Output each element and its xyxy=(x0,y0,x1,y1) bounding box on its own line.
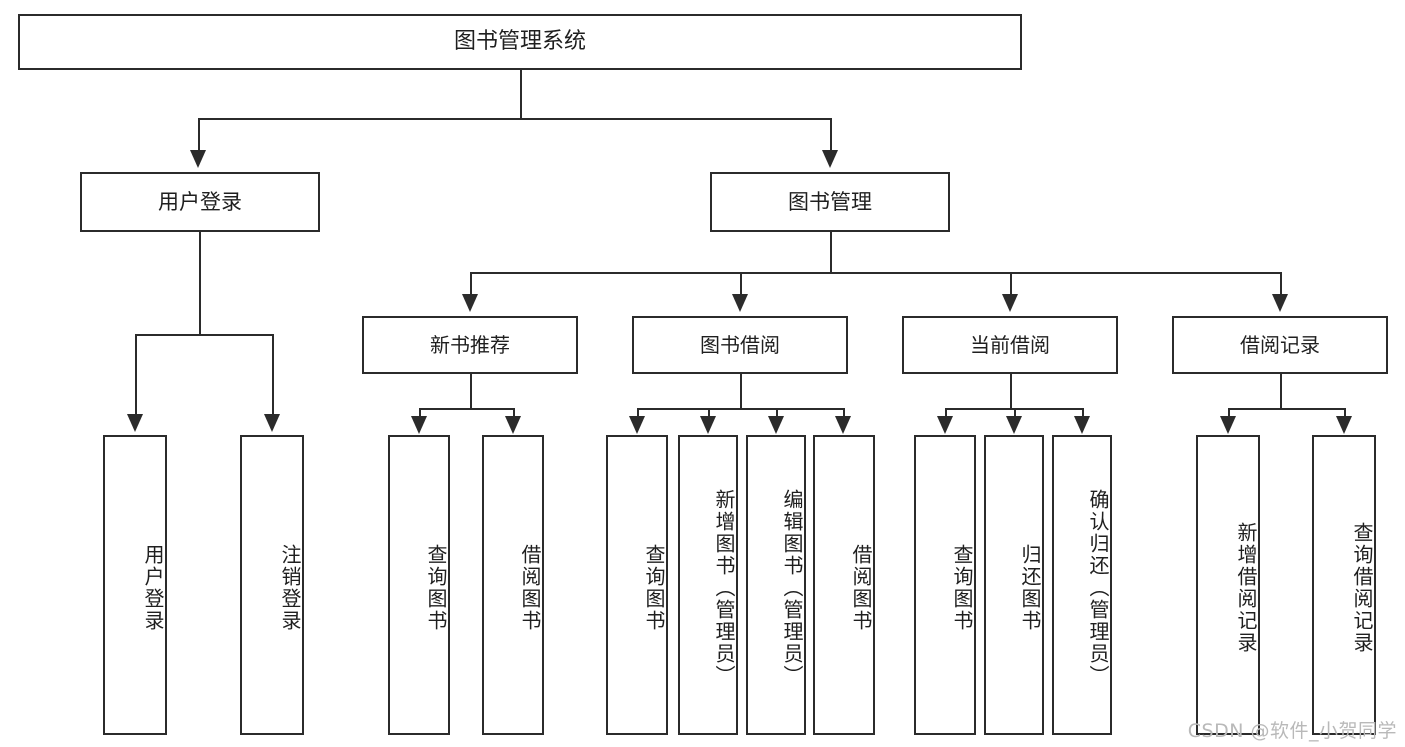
leaf-book-borrow-4[interactable]: 借阅图书 xyxy=(813,435,875,735)
arrow-user-login-child-1 xyxy=(127,414,143,432)
node-root-label: 图书管理系统 xyxy=(453,29,586,55)
arrow-borrow-record-child-1 xyxy=(1220,416,1236,434)
connector-book-borrow-child-4 xyxy=(843,408,845,418)
connector-root-stem xyxy=(520,70,522,118)
leaf-user-login-1[interactable]: 用户登录 xyxy=(103,435,167,735)
arrow-book-manage-child-3 xyxy=(1002,294,1018,312)
leaf-current-borrow-3-label: 确认归还（管理员） xyxy=(1086,489,1110,687)
connector-borrow-record-bar xyxy=(1228,408,1344,410)
arrow-new-book-child-1 xyxy=(411,416,427,434)
connector-current-borrow-child-3 xyxy=(1082,408,1084,418)
connector-book-manage-stem xyxy=(830,232,832,272)
arrow-book-borrow-child-3 xyxy=(768,416,784,434)
arrow-book-borrow-child-2 xyxy=(700,416,716,434)
leaf-book-borrow-4-label: 借阅图书 xyxy=(849,544,873,632)
leaf-book-borrow-3-label: 编辑图书（管理员） xyxy=(780,489,804,687)
connector-current-borrow-child-1 xyxy=(945,408,947,418)
connector-book-borrow-child-3 xyxy=(776,408,778,418)
connector-book-manage-child-4 xyxy=(1280,272,1282,296)
leaf-book-borrow-1-label: 查询图书 xyxy=(642,544,666,632)
leaf-book-borrow-2-label: 新增图书（管理员） xyxy=(712,489,736,687)
arrow-root-to-book-manage xyxy=(822,150,838,168)
leaf-user-login-1-label: 用户登录 xyxy=(141,544,165,632)
arrow-current-borrow-child-3 xyxy=(1074,416,1090,434)
connector-new-book-bar xyxy=(419,408,513,410)
leaf-new-book-1-label: 查询图书 xyxy=(424,544,448,632)
node-current-borrow-label: 当前借阅 xyxy=(970,332,1050,357)
connector-book-borrow-bar xyxy=(637,408,843,410)
arrow-root-to-user-login xyxy=(190,150,206,168)
leaf-current-borrow-1[interactable]: 查询图书 xyxy=(914,435,976,735)
leaf-user-login-2[interactable]: 注销登录 xyxy=(240,435,304,735)
leaf-borrow-record-1-label: 新增借阅记录 xyxy=(1234,522,1258,654)
leaf-current-borrow-2[interactable]: 归还图书 xyxy=(984,435,1044,735)
connector-user-login-stem xyxy=(199,232,201,334)
connector-new-book-child-1 xyxy=(419,408,421,418)
connector-user-login-child-1 xyxy=(135,334,137,416)
connector-book-manage-bar xyxy=(470,272,1280,274)
node-borrow-record[interactable]: 借阅记录 xyxy=(1172,316,1388,374)
arrow-book-manage-child-1 xyxy=(462,294,478,312)
node-borrow-record-label: 借阅记录 xyxy=(1240,332,1320,357)
leaf-book-borrow-3[interactable]: 编辑图书（管理员） xyxy=(746,435,806,735)
leaf-user-login-2-label: 注销登录 xyxy=(278,544,302,632)
leaf-new-book-1[interactable]: 查询图书 xyxy=(388,435,450,735)
connector-user-login-bar xyxy=(135,334,272,336)
node-book-manage[interactable]: 图书管理 xyxy=(710,172,950,232)
arrow-book-borrow-child-4 xyxy=(835,416,851,434)
arrow-book-borrow-child-1 xyxy=(629,416,645,434)
connector-book-manage-child-3 xyxy=(1010,272,1012,296)
connector-book-manage-child-1 xyxy=(470,272,472,296)
connector-borrow-record-child-1 xyxy=(1228,408,1230,418)
node-book-manage-label: 图书管理 xyxy=(788,189,872,214)
arrow-user-login-child-2 xyxy=(264,414,280,432)
arrow-book-manage-child-4 xyxy=(1272,294,1288,312)
arrow-current-borrow-child-2 xyxy=(1006,416,1022,434)
arrow-borrow-record-child-2 xyxy=(1336,416,1352,434)
connector-book-manage-child-2 xyxy=(740,272,742,296)
leaf-new-book-2[interactable]: 借阅图书 xyxy=(482,435,544,735)
connector-current-borrow-child-2 xyxy=(1014,408,1016,418)
connector-new-book-child-2 xyxy=(513,408,515,418)
leaf-new-book-2-label: 借阅图书 xyxy=(518,544,542,632)
leaf-borrow-record-2-label: 查询借阅记录 xyxy=(1350,522,1374,654)
node-user-login-label: 用户登录 xyxy=(158,189,242,214)
connector-book-borrow-child-1 xyxy=(637,408,639,418)
arrow-book-manage-child-2 xyxy=(732,294,748,312)
connector-borrow-record-stem xyxy=(1280,374,1282,408)
node-book-borrow-label: 图书借阅 xyxy=(700,332,780,357)
node-root[interactable]: 图书管理系统 xyxy=(18,14,1022,70)
connector-root-bar xyxy=(198,118,830,120)
connector-borrow-record-child-2 xyxy=(1344,408,1346,418)
leaf-book-borrow-2[interactable]: 新增图书（管理员） xyxy=(678,435,738,735)
arrow-current-borrow-child-1 xyxy=(937,416,953,434)
connector-current-borrow-stem xyxy=(1010,374,1012,408)
leaf-current-borrow-3[interactable]: 确认归还（管理员） xyxy=(1052,435,1112,735)
connector-book-borrow-child-2 xyxy=(708,408,710,418)
leaf-current-borrow-1-label: 查询图书 xyxy=(950,544,974,632)
node-user-login[interactable]: 用户登录 xyxy=(80,172,320,232)
node-book-borrow[interactable]: 图书借阅 xyxy=(632,316,848,374)
connector-user-login-child-2 xyxy=(272,334,274,416)
node-current-borrow[interactable]: 当前借阅 xyxy=(902,316,1118,374)
node-new-book-recommend[interactable]: 新书推荐 xyxy=(362,316,578,374)
connector-book-borrow-stem xyxy=(740,374,742,408)
connector-root-to-user-login xyxy=(198,118,200,152)
node-new-book-recommend-label: 新书推荐 xyxy=(430,332,510,357)
leaf-borrow-record-1[interactable]: 新增借阅记录 xyxy=(1196,435,1260,735)
connector-root-to-book-manage xyxy=(830,118,832,152)
leaf-current-borrow-2-label: 归还图书 xyxy=(1018,544,1042,632)
arrow-new-book-child-2 xyxy=(505,416,521,434)
leaf-borrow-record-2[interactable]: 查询借阅记录 xyxy=(1312,435,1376,735)
connector-new-book-stem xyxy=(470,374,472,408)
connector-current-borrow-bar xyxy=(945,408,1082,410)
leaf-book-borrow-1[interactable]: 查询图书 xyxy=(606,435,668,735)
